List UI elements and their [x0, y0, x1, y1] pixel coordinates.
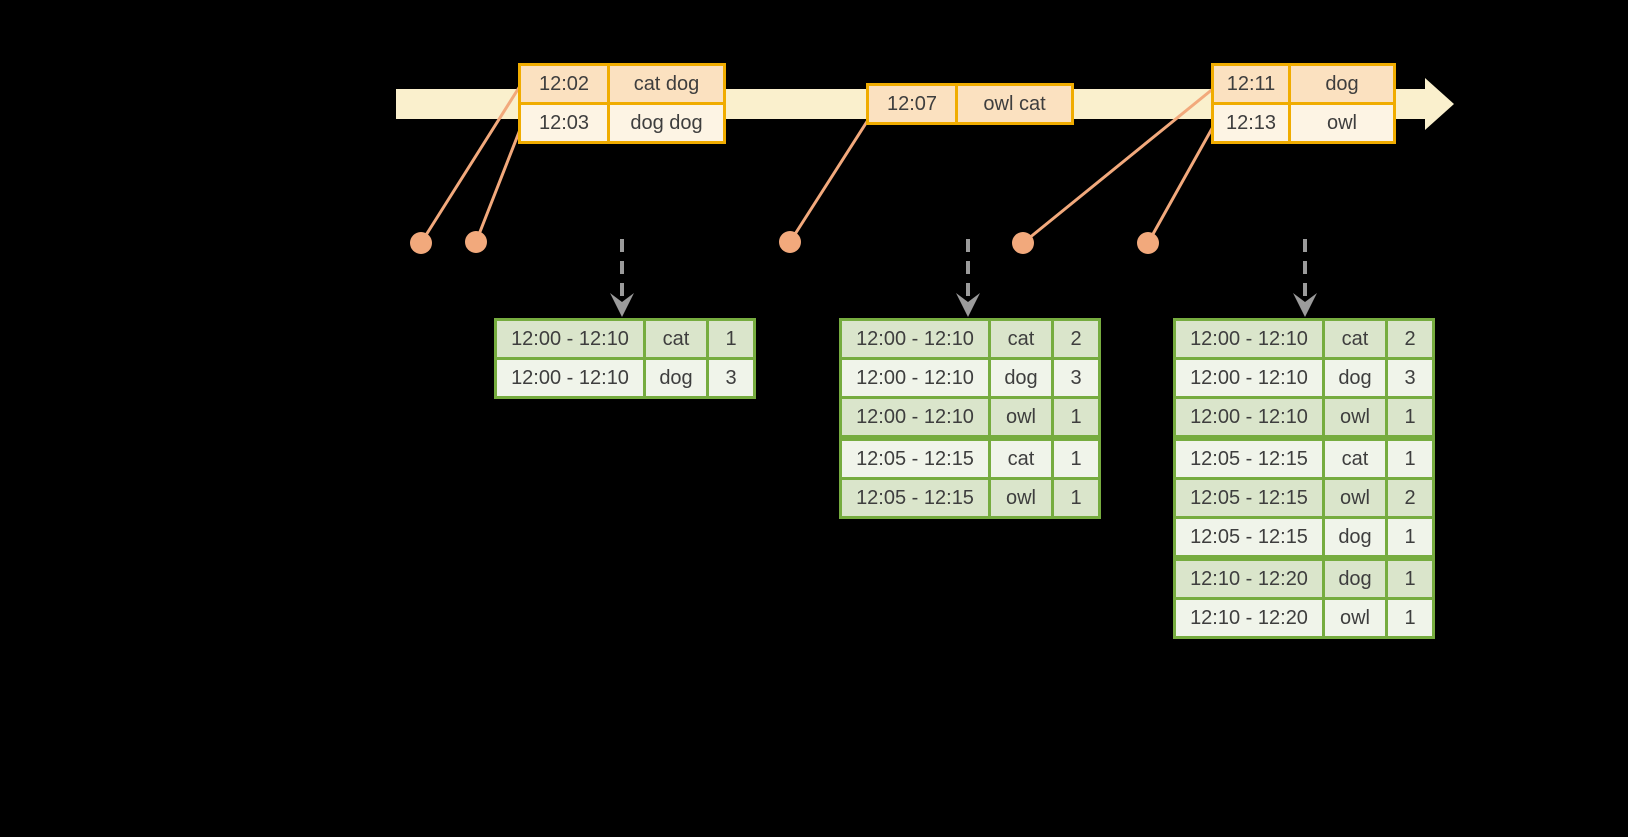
table-cell: owl [1325, 480, 1385, 516]
table-cell: 3 [1054, 360, 1098, 396]
table-cell: 12:05 - 12:15 [842, 441, 988, 477]
trigger-arrowhead-icon [956, 293, 980, 317]
table-cell: dog [646, 360, 706, 396]
table-cell: 1 [1388, 561, 1432, 597]
table-cell: 2 [1388, 321, 1432, 357]
table-cell: 2 [1054, 321, 1098, 357]
table-cell: 1 [1388, 441, 1432, 477]
table-cell: 12:07 [869, 86, 955, 122]
table-cell: owl [1325, 399, 1385, 435]
table-cell: owl [1291, 105, 1393, 141]
trigger-arrowhead-icon [610, 293, 634, 317]
table-cell: 12:00 - 12:10 [1176, 399, 1322, 435]
table-cell: dog [1325, 561, 1385, 597]
event-connector-line [1146, 123, 1216, 245]
table-cell: owl cat [958, 86, 1071, 122]
table-cell: 12:05 - 12:15 [1176, 480, 1322, 516]
table-cell: dog [1325, 360, 1385, 396]
table-cell: 12:00 - 12:10 [1176, 360, 1322, 396]
table-cell: 3 [1388, 360, 1432, 396]
event-dot [779, 231, 801, 253]
table-cell: 1 [1388, 399, 1432, 435]
table-cell: owl [991, 480, 1051, 516]
table-cell: 12:10 - 12:20 [1176, 600, 1322, 636]
table-cell: dog dog [610, 105, 723, 141]
event-connector-line [788, 118, 870, 244]
table-cell: 12:10 - 12:20 [1176, 561, 1322, 597]
table-cell: 1 [1388, 600, 1432, 636]
event-dot [1137, 232, 1159, 254]
table-cell: 12:02 [521, 66, 607, 102]
table-cell: 1 [1054, 441, 1098, 477]
table-cell: 1 [1388, 519, 1432, 555]
table-cell: 1 [1054, 480, 1098, 516]
table-cell: 12:05 - 12:15 [842, 480, 988, 516]
table-cell: 12:05 - 12:15 [1176, 519, 1322, 555]
table-cell: cat [991, 441, 1051, 477]
event-connector-line [474, 120, 525, 244]
event-connector-line [419, 84, 522, 245]
table-cell: 12:00 - 12:10 [842, 399, 988, 435]
table-cell: 12:00 - 12:10 [497, 360, 643, 396]
table-cell: 12:00 - 12:10 [842, 321, 988, 357]
table-cell: cat [1325, 321, 1385, 357]
table-cell: dog [1325, 519, 1385, 555]
event-dot [1012, 232, 1034, 254]
table-cell: 12:00 - 12:10 [842, 360, 988, 396]
table-cell: 12:00 - 12:10 [1176, 321, 1322, 357]
table-cell: 1 [709, 321, 753, 357]
event-dot [465, 231, 487, 253]
trigger-arrowhead-icon [1293, 293, 1317, 317]
table-cell: 2 [1388, 480, 1432, 516]
table-cell: 1 [1054, 399, 1098, 435]
table-cell: cat [646, 321, 706, 357]
table-cell: dog [991, 360, 1051, 396]
table-cell: 12:05 - 12:15 [1176, 441, 1322, 477]
table-cell: dog [1291, 66, 1393, 102]
table-cell: cat [991, 321, 1051, 357]
event-dot [410, 232, 432, 254]
table-cell: owl [991, 399, 1051, 435]
table-cell: 12:11 [1214, 66, 1288, 102]
table-cell: cat dog [610, 66, 723, 102]
event-connector-line [1021, 86, 1216, 245]
table-cell: 12:00 - 12:10 [497, 321, 643, 357]
table-cell: cat [1325, 441, 1385, 477]
table-cell: 3 [709, 360, 753, 396]
table-cell: owl [1325, 600, 1385, 636]
table-cell: 12:13 [1214, 105, 1288, 141]
timeline-arrowhead-icon [1425, 78, 1454, 130]
table-cell: 12:03 [521, 105, 607, 141]
